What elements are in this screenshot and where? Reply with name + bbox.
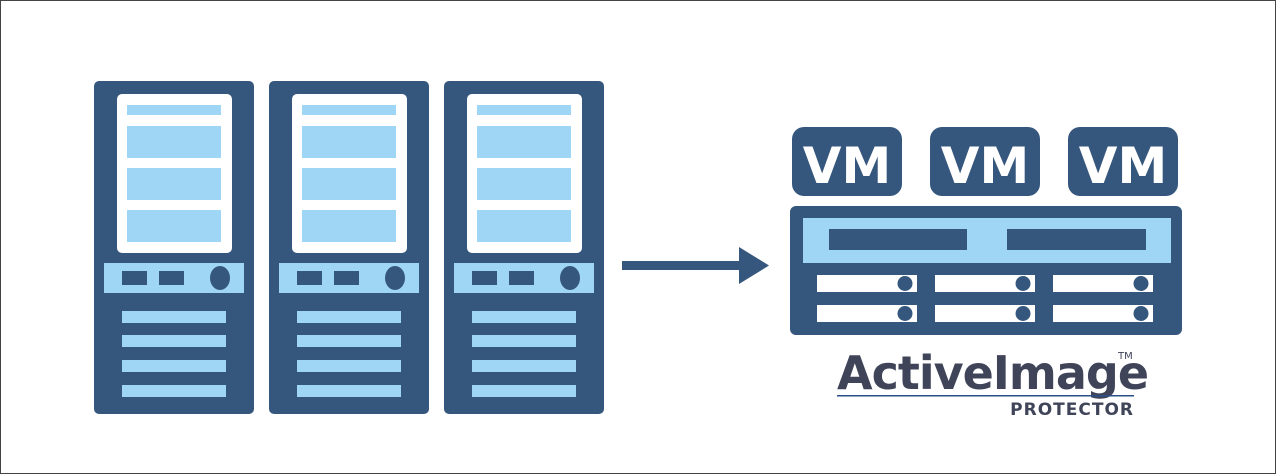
vent-slot (122, 335, 226, 347)
physical-servers (94, 81, 604, 414)
vent-slot (122, 311, 226, 323)
vm-badge: VM (1068, 127, 1178, 196)
drive-led-icon (897, 306, 913, 321)
drive-bay (817, 275, 917, 292)
logo-trademark: TM (1117, 351, 1133, 362)
vent-slot (472, 385, 576, 397)
drive-led-icon (1133, 276, 1149, 291)
vent-slot (122, 385, 226, 397)
power-button-icon (385, 266, 405, 290)
vent-slot (472, 335, 576, 347)
virtual-machines: VM VM VM (792, 127, 1178, 196)
power-button-icon (560, 266, 580, 290)
arrow-right-icon (622, 247, 769, 284)
vm-badge: VM (930, 127, 1040, 196)
drive-led-icon (1015, 306, 1031, 321)
vent-slot (122, 360, 226, 372)
logo-underline (837, 395, 1134, 397)
vm-badge: VM (792, 127, 902, 196)
physical-server (94, 81, 254, 414)
drive-bay (817, 305, 917, 322)
drive-bay (935, 275, 1035, 292)
physical-server (269, 81, 429, 414)
virtual-host-server (790, 206, 1182, 335)
vent-slot (472, 311, 576, 323)
drive-bay (935, 305, 1035, 322)
drive-led-icon (1015, 276, 1031, 291)
logo-name: ActiveImage (837, 346, 1148, 400)
power-button-icon (210, 266, 230, 290)
vm-label: VM (1079, 137, 1167, 195)
drive-led-icon (1133, 306, 1149, 321)
logo-product: PROTECTOR (1010, 400, 1134, 420)
vm-label: VM (941, 137, 1029, 195)
vent-slot (472, 360, 576, 372)
vent-slot (297, 360, 401, 372)
drive-bay (1053, 305, 1153, 322)
vm-label: VM (803, 137, 891, 195)
vent-slot (297, 335, 401, 347)
physical-server (444, 81, 604, 414)
vent-slot (297, 311, 401, 323)
drive-led-icon (897, 276, 913, 291)
vent-slot (297, 385, 401, 397)
drive-bay (1053, 275, 1153, 292)
activeimage-protector-logo: ActiveImage TM PROTECTOR (837, 346, 1149, 420)
